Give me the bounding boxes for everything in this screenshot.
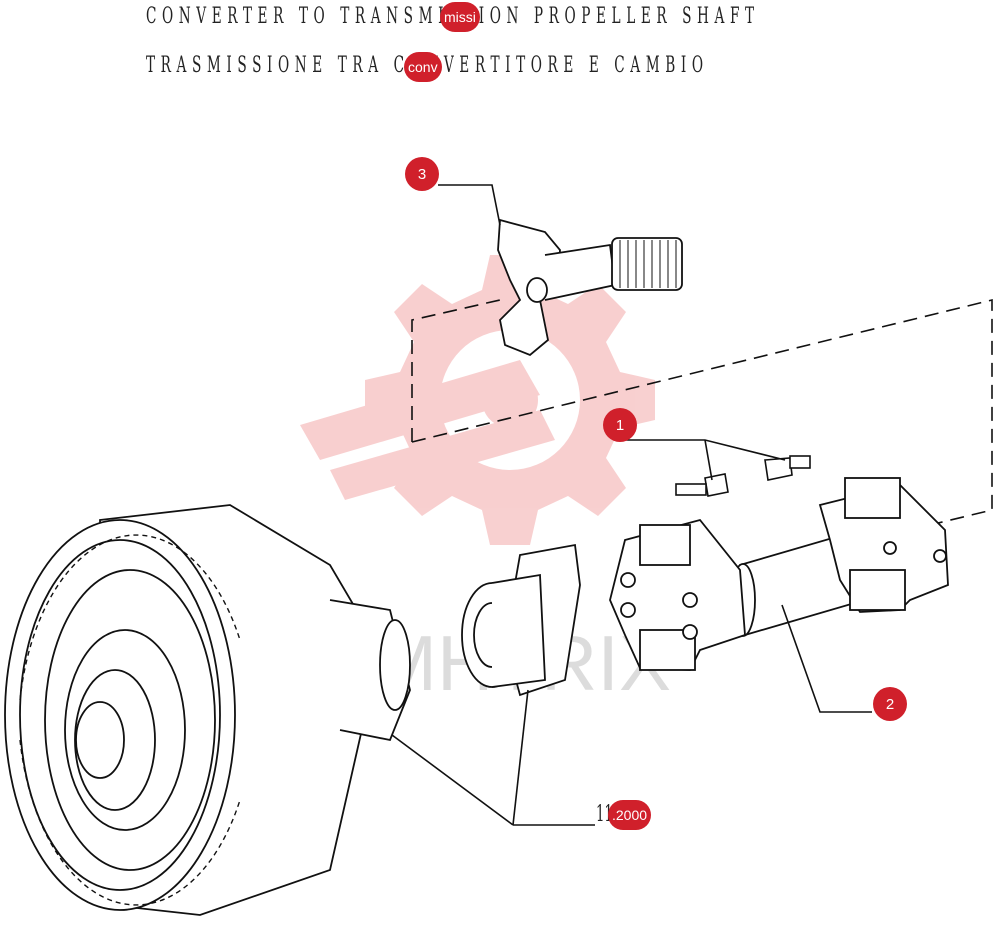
watermark-gear-logo: [300, 255, 655, 545]
callout-2[interactable]: 2: [873, 687, 907, 721]
reference-marker[interactable]: .2000: [608, 800, 652, 830]
callout-3[interactable]: 3: [405, 157, 439, 191]
bolt-parts: [675, 455, 811, 497]
flange-yoke-part: [497, 218, 683, 357]
title-marker-italian[interactable]: conv: [404, 52, 442, 82]
output-flange-part: [461, 543, 581, 697]
assembly-guide-lines: [411, 298, 993, 526]
torque-converter-part: [4, 504, 411, 916]
callout-1[interactable]: 1: [603, 408, 637, 442]
callout-leader-lines: [391, 184, 872, 826]
title-marker-english[interactable]: missi: [440, 2, 480, 32]
propeller-shaft-part: [609, 477, 949, 671]
